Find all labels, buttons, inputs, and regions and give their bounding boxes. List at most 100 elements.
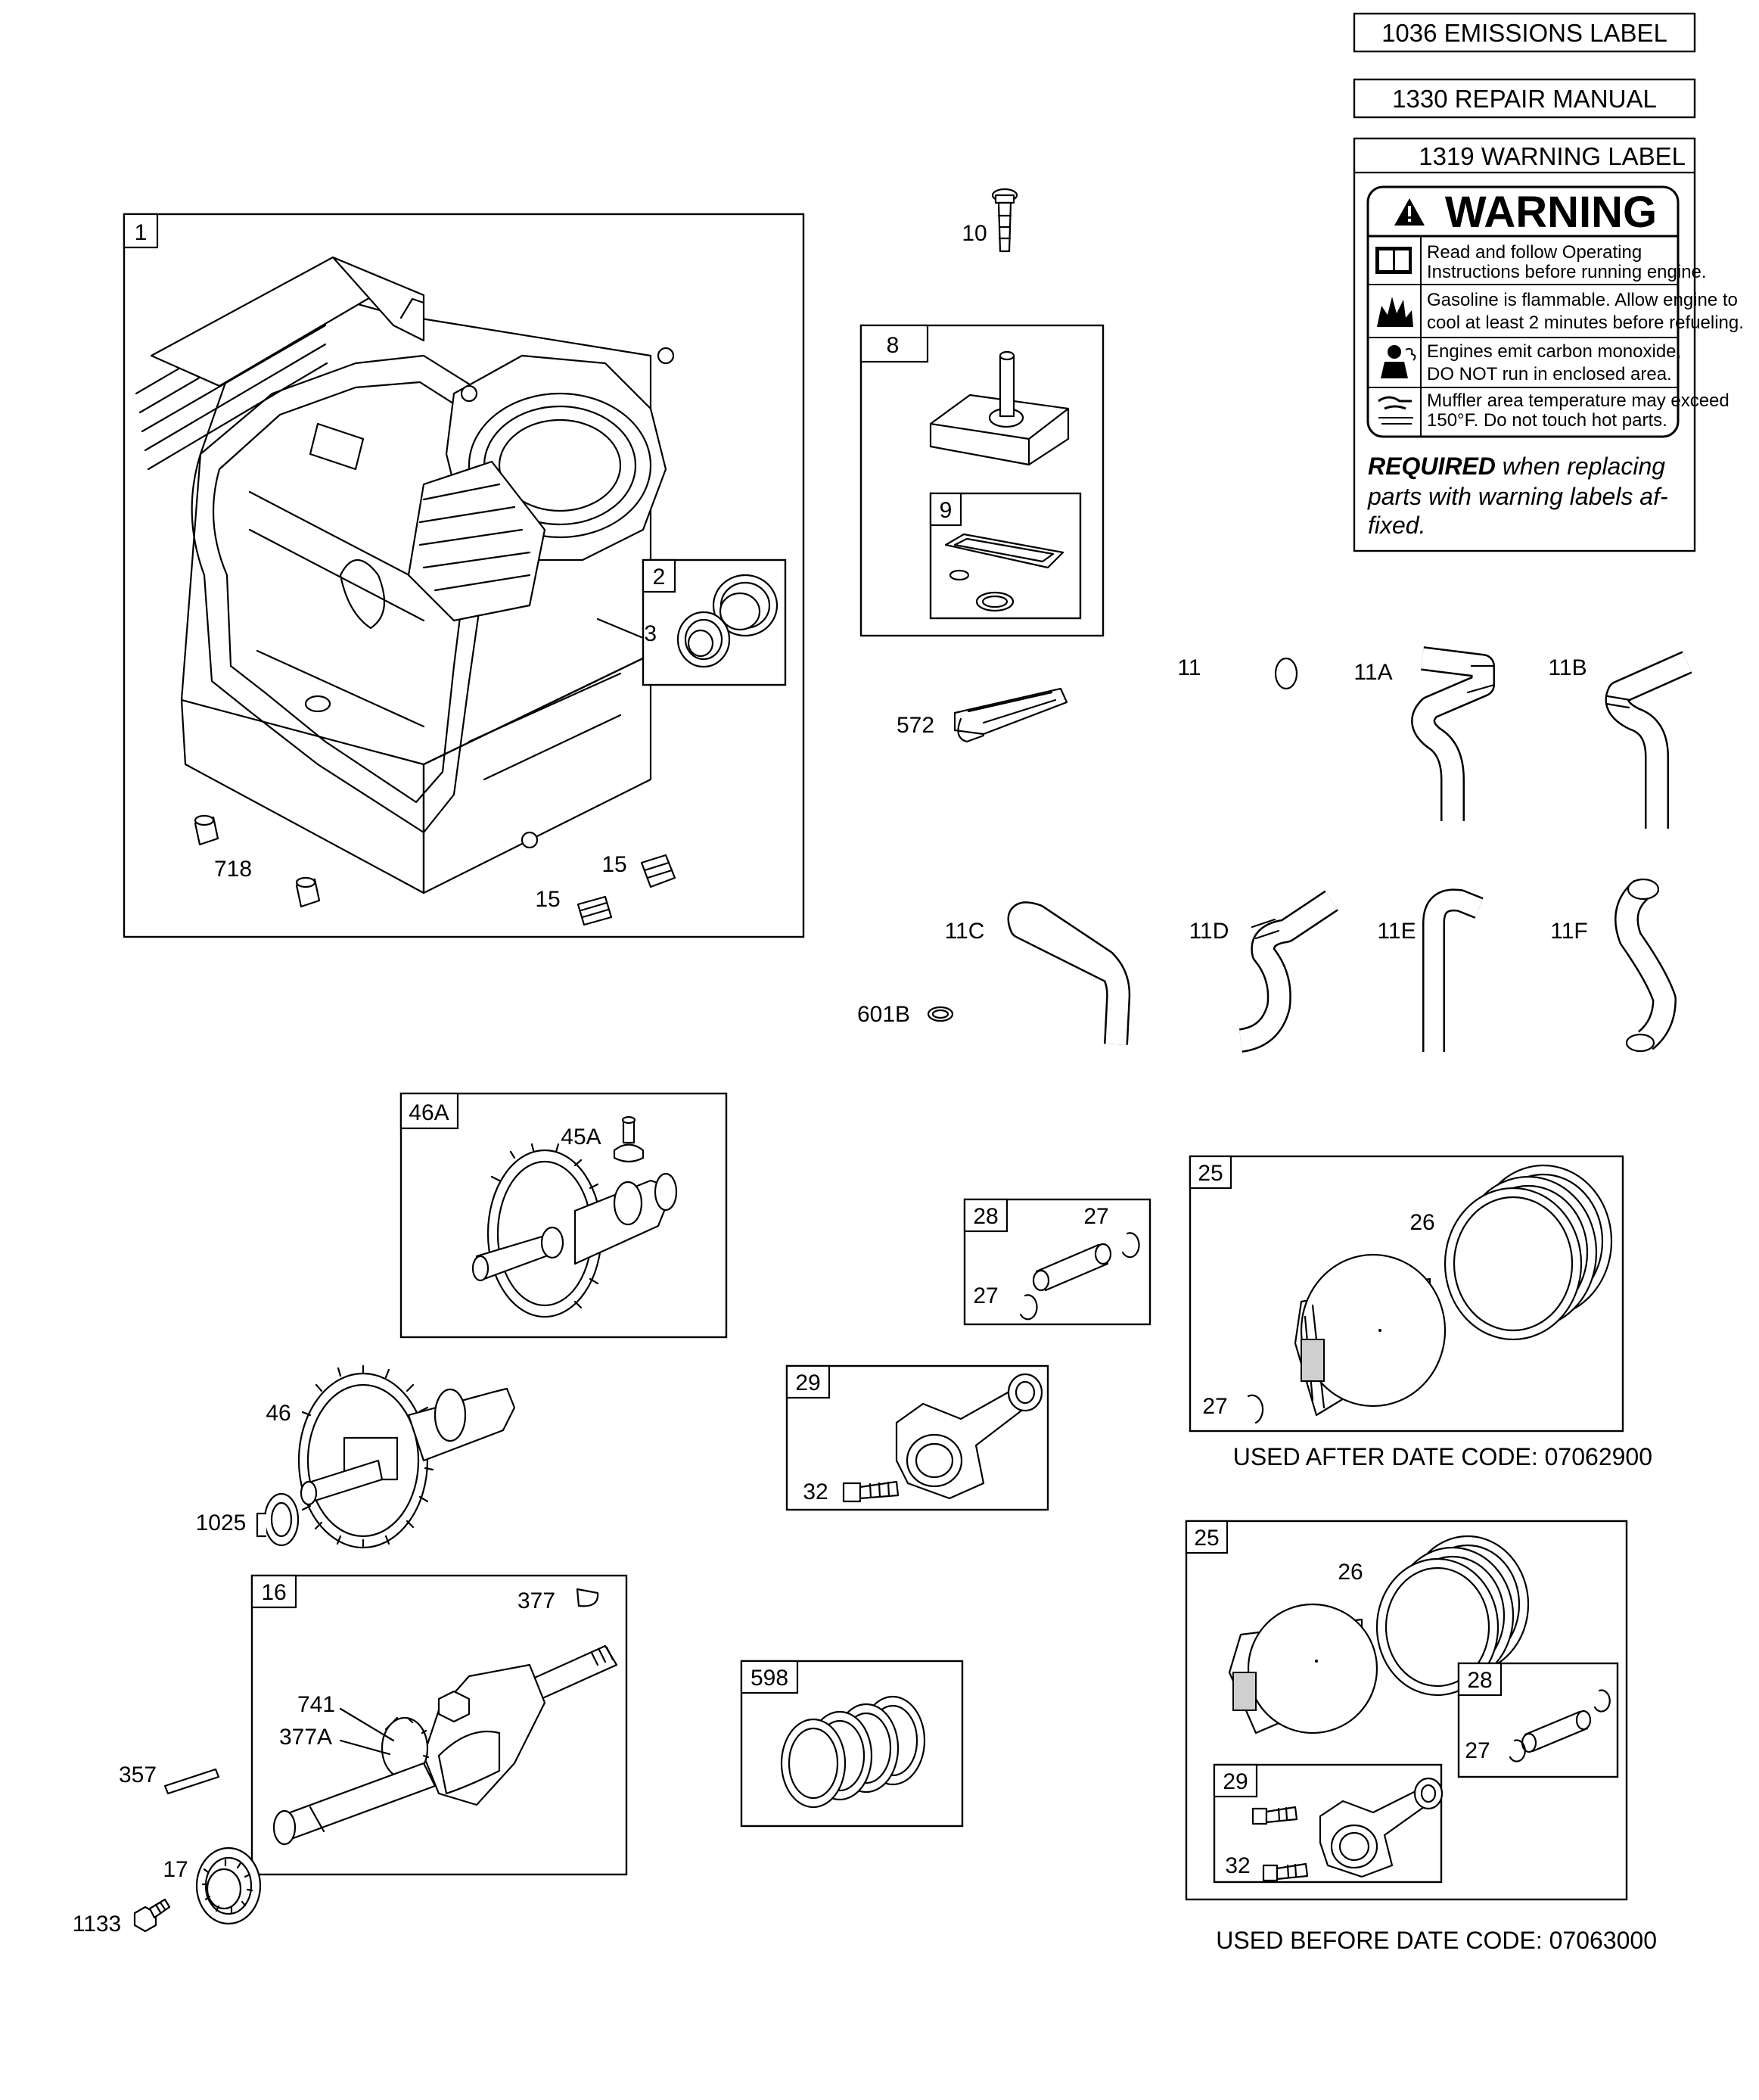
camshaft-bushing-1025-drawing bbox=[256, 1492, 300, 1547]
label-15a: 15 bbox=[601, 852, 626, 877]
circlip-drawing bbox=[1019, 1232, 1140, 1321]
box-tag-1: 1 bbox=[135, 220, 148, 245]
required-line-2: parts with warning labels af- bbox=[1367, 483, 1668, 510]
warning-label-header: 1319 WARNING LABEL bbox=[1419, 142, 1686, 170]
piston-after-drawing bbox=[1294, 1253, 1447, 1417]
warning-row-3-l2: DO NOT run in enclosed area. bbox=[1427, 364, 1672, 384]
label-11a: 11A bbox=[1353, 660, 1392, 685]
warning-row-1-l1: Read and follow Operating bbox=[1427, 242, 1642, 263]
bolt-10-drawing bbox=[991, 188, 1018, 253]
hose-clamp-601b-drawing bbox=[927, 1006, 954, 1022]
label-1133: 1133 bbox=[73, 1912, 122, 1937]
label-11e: 11E bbox=[1377, 919, 1416, 944]
plug-drawing bbox=[576, 854, 676, 926]
hose-11e-drawing bbox=[1422, 888, 1484, 1052]
box-tag-29: 29 bbox=[795, 1370, 820, 1395]
bearing-drawing bbox=[676, 611, 731, 668]
label-27b: 27 bbox=[973, 1283, 998, 1308]
piston-before-group: 25 26 28 27 29 bbox=[1185, 1520, 1628, 1901]
warning-row-4-l2: 150°F. Do not touch hot parts. bbox=[1427, 410, 1667, 431]
breather-gasket-drawing bbox=[944, 533, 1064, 612]
conn-rod-drawing bbox=[895, 1373, 1043, 1500]
key-377-drawing bbox=[576, 1588, 599, 1607]
conn-rod-before-drawing bbox=[1319, 1777, 1444, 1878]
warning-label-box: 1319 WARNING LABEL WARNING bbox=[1353, 137, 1744, 552]
label-1025: 1025 bbox=[196, 1510, 247, 1535]
required-line-1: REQUIRED when replacing bbox=[1368, 453, 1665, 480]
piston-after-group: 25 26 27 bbox=[1189, 1155, 1624, 1433]
label-718: 718 bbox=[214, 857, 252, 882]
hose-11-drawing bbox=[1200, 652, 1298, 790]
emissions-label-text: 1036 EMISSIONS LABEL bbox=[1381, 19, 1667, 47]
book-icon bbox=[1375, 247, 1412, 274]
box-tag-28: 28 bbox=[973, 1204, 998, 1229]
repair-manual-text: 1330 REPAIR MANUAL bbox=[1392, 85, 1657, 113]
label-46: 46 bbox=[266, 1401, 291, 1426]
label-27a: 27 bbox=[1083, 1204, 1108, 1229]
bearing-17-drawing bbox=[195, 1846, 262, 1925]
rod-bolt-32b-drawing bbox=[1251, 1806, 1309, 1882]
compression-release-drawing bbox=[613, 1115, 645, 1163]
crankshaft-16-group: 16 377 741 377A bbox=[250, 1574, 628, 1876]
label-377a: 377A bbox=[279, 1725, 332, 1750]
spring-598-group: 598 bbox=[740, 1660, 964, 1828]
label-357: 357 bbox=[119, 1762, 157, 1787]
box-tag-29-before: 29 bbox=[1223, 1769, 1248, 1794]
person-icon bbox=[1381, 345, 1416, 378]
hose-11b-drawing bbox=[1605, 651, 1692, 829]
label-27c: 27 bbox=[1202, 1394, 1227, 1419]
warning-sticker bbox=[1366, 185, 1680, 438]
warning-row-2-l1: Gasoline is flammable. Allow engine to bbox=[1427, 290, 1738, 310]
box-tag-46a: 46A bbox=[409, 1100, 449, 1125]
hose-11a-drawing bbox=[1411, 646, 1496, 821]
label-26b: 26 bbox=[1338, 1560, 1363, 1585]
piston-before-drawing bbox=[1228, 1603, 1378, 1734]
warning-title: WARNING bbox=[1445, 188, 1657, 237]
piston-pin-before-drawing bbox=[1509, 1689, 1611, 1762]
label-26a: 26 bbox=[1409, 1210, 1434, 1235]
camshaft-46-drawing bbox=[297, 1364, 516, 1549]
piston-rings-drawing bbox=[1444, 1164, 1613, 1341]
engine-block-group: 1 bbox=[123, 213, 805, 938]
label-3: 3 bbox=[644, 621, 657, 646]
label-11b: 11B bbox=[1548, 655, 1587, 680]
warning-triangle-icon bbox=[1394, 198, 1425, 226]
label-601b: 601B bbox=[857, 1002, 910, 1027]
label-377: 377 bbox=[517, 1588, 555, 1613]
hose-11d-drawing bbox=[1238, 890, 1338, 1053]
label-17: 17 bbox=[163, 1857, 188, 1882]
warning-row-4-l1: Muffler area temperature may exceed bbox=[1427, 390, 1729, 411]
box-tag-598: 598 bbox=[751, 1666, 788, 1691]
conn-rod-29-group: 29 32 bbox=[785, 1364, 1049, 1511]
box-tag-28-before: 28 bbox=[1467, 1668, 1492, 1693]
warning-row-3-l1: Engines emit carbon monoxide, bbox=[1427, 341, 1681, 362]
warning-row-1-l2: Instructions before running engine. bbox=[1427, 262, 1707, 282]
label-11c: 11C bbox=[945, 919, 985, 944]
label-45a: 45A bbox=[561, 1125, 601, 1150]
label-11d: 11D bbox=[1189, 919, 1229, 944]
hose-11f-drawing bbox=[1614, 878, 1677, 1053]
label-11: 11 bbox=[1177, 655, 1201, 680]
label-32b: 32 bbox=[1225, 1853, 1250, 1878]
clip-572-drawing bbox=[953, 687, 1068, 743]
box-tag-8: 8 bbox=[887, 333, 900, 358]
note-before-date: USED BEFORE DATE CODE: 07063000 bbox=[1216, 1927, 1657, 1954]
label-10: 10 bbox=[962, 221, 987, 246]
dowel-pin-drawing bbox=[194, 814, 321, 908]
crankshaft-drawing bbox=[272, 1644, 618, 1846]
camshaft-46a-group: 46A 45A bbox=[399, 1092, 728, 1339]
hose-11c-drawing bbox=[1007, 901, 1131, 1045]
label-27d: 27 bbox=[1465, 1738, 1490, 1763]
required-line-3: fixed. bbox=[1368, 512, 1425, 539]
label-15b: 15 bbox=[535, 887, 560, 912]
label-741: 741 bbox=[297, 1692, 335, 1717]
breather-cover-drawing bbox=[929, 350, 1070, 466]
piston-pin-28-group: 28 27 27 bbox=[963, 1198, 1151, 1326]
piston-rings-before-drawing bbox=[1375, 1535, 1530, 1697]
camshaft-46a-drawing bbox=[471, 1143, 678, 1318]
note-after-date: USED AFTER DATE CODE: 07062900 bbox=[1233, 1443, 1652, 1470]
label-32a: 32 bbox=[803, 1479, 828, 1504]
repair-manual-box: 1330 REPAIR MANUAL bbox=[1353, 78, 1696, 119]
fire-icon bbox=[1377, 297, 1413, 327]
